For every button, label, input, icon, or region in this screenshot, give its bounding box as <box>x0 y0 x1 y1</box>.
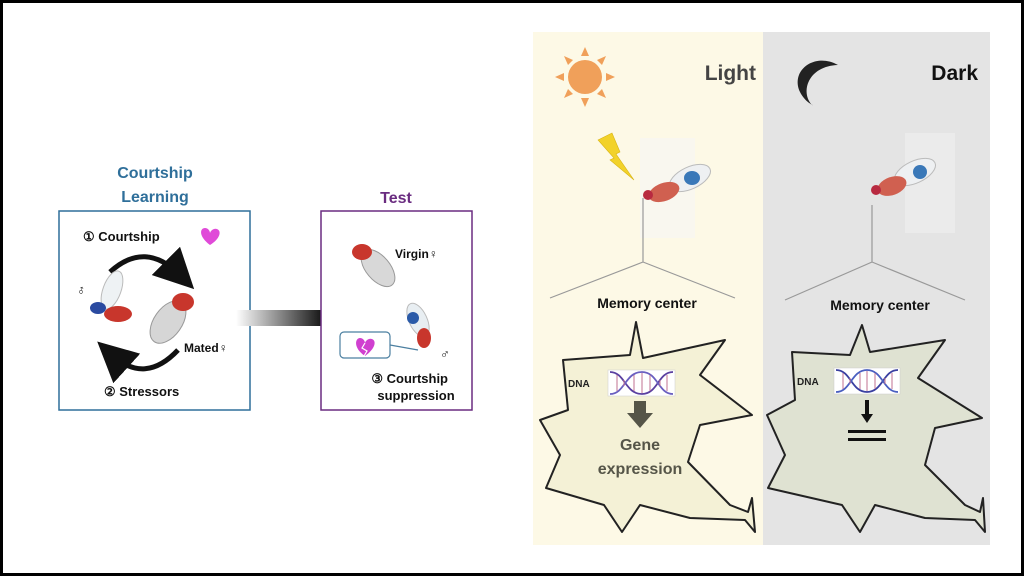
dark-dna-icon <box>833 367 901 395</box>
mated-female-fly-image <box>149 293 194 344</box>
dark-down-arrow <box>861 400 873 423</box>
learning-title-line2: Learning <box>121 189 189 206</box>
dark-brain-lines <box>784 205 966 301</box>
test-male-fly-image <box>406 302 431 348</box>
speech-bubble-pointer <box>389 344 419 351</box>
light-result-line2: expression <box>598 461 682 478</box>
moon-icon <box>797 60 838 106</box>
dark-panel: Dark Memory center DNA <box>763 32 990 545</box>
light-result-line1: Gene <box>620 437 660 454</box>
lightning-icon <box>597 132 635 181</box>
light-brain-lines <box>549 198 736 299</box>
broken-heart-icon <box>356 338 375 356</box>
light-panel: Light Memory center DNA Gene expression <box>533 32 763 545</box>
heart-icon <box>201 228 220 245</box>
dark-dna-label: DNA <box>797 377 819 388</box>
dark-title: Dark <box>931 62 978 85</box>
learning-title-line1: Courtship <box>117 165 193 182</box>
test-section: Test Virgin♀ ♂ ③ Courtship suppression <box>320 190 473 411</box>
courtship-learning-section: Courtship Learning ① Courtship ♂ Mated♀ … <box>58 165 251 411</box>
male-fly-image <box>90 270 132 322</box>
test-male-symbol: ♂ <box>440 346 450 361</box>
light-fly-image <box>640 138 711 238</box>
light-dna-icon <box>607 369 676 397</box>
light-title: Light <box>705 62 756 85</box>
heart-crack <box>361 342 368 357</box>
cycle-arrow-top <box>108 246 195 290</box>
step3-label-line1: ③ Courtship <box>371 371 448 386</box>
dark-neuron-cell <box>766 324 986 533</box>
light-memory-center-label: Memory center <box>597 295 697 311</box>
dark-memory-center-label: Memory center <box>830 297 930 313</box>
step3-label-line2: suppression <box>377 388 454 403</box>
dark-inhibition-bar-bottom <box>848 438 886 441</box>
mated-female-label: Mated♀ <box>184 341 228 355</box>
virgin-female-fly-image <box>352 244 396 288</box>
sun-icon <box>555 47 615 107</box>
dark-inhibition-bar-top <box>848 430 886 433</box>
step2-label: ② Stressors <box>104 384 179 399</box>
test-title: Test <box>380 190 412 207</box>
dark-fly-image <box>871 133 955 233</box>
light-neuron-cell <box>539 321 756 533</box>
light-down-arrow <box>627 401 653 428</box>
light-dna-label: DNA <box>568 379 590 390</box>
virgin-female-label: Virgin♀ <box>395 247 438 261</box>
test-box <box>320 210 473 411</box>
cycle-arrow-bottom <box>97 341 180 384</box>
step1-label: ① Courtship <box>83 229 160 244</box>
